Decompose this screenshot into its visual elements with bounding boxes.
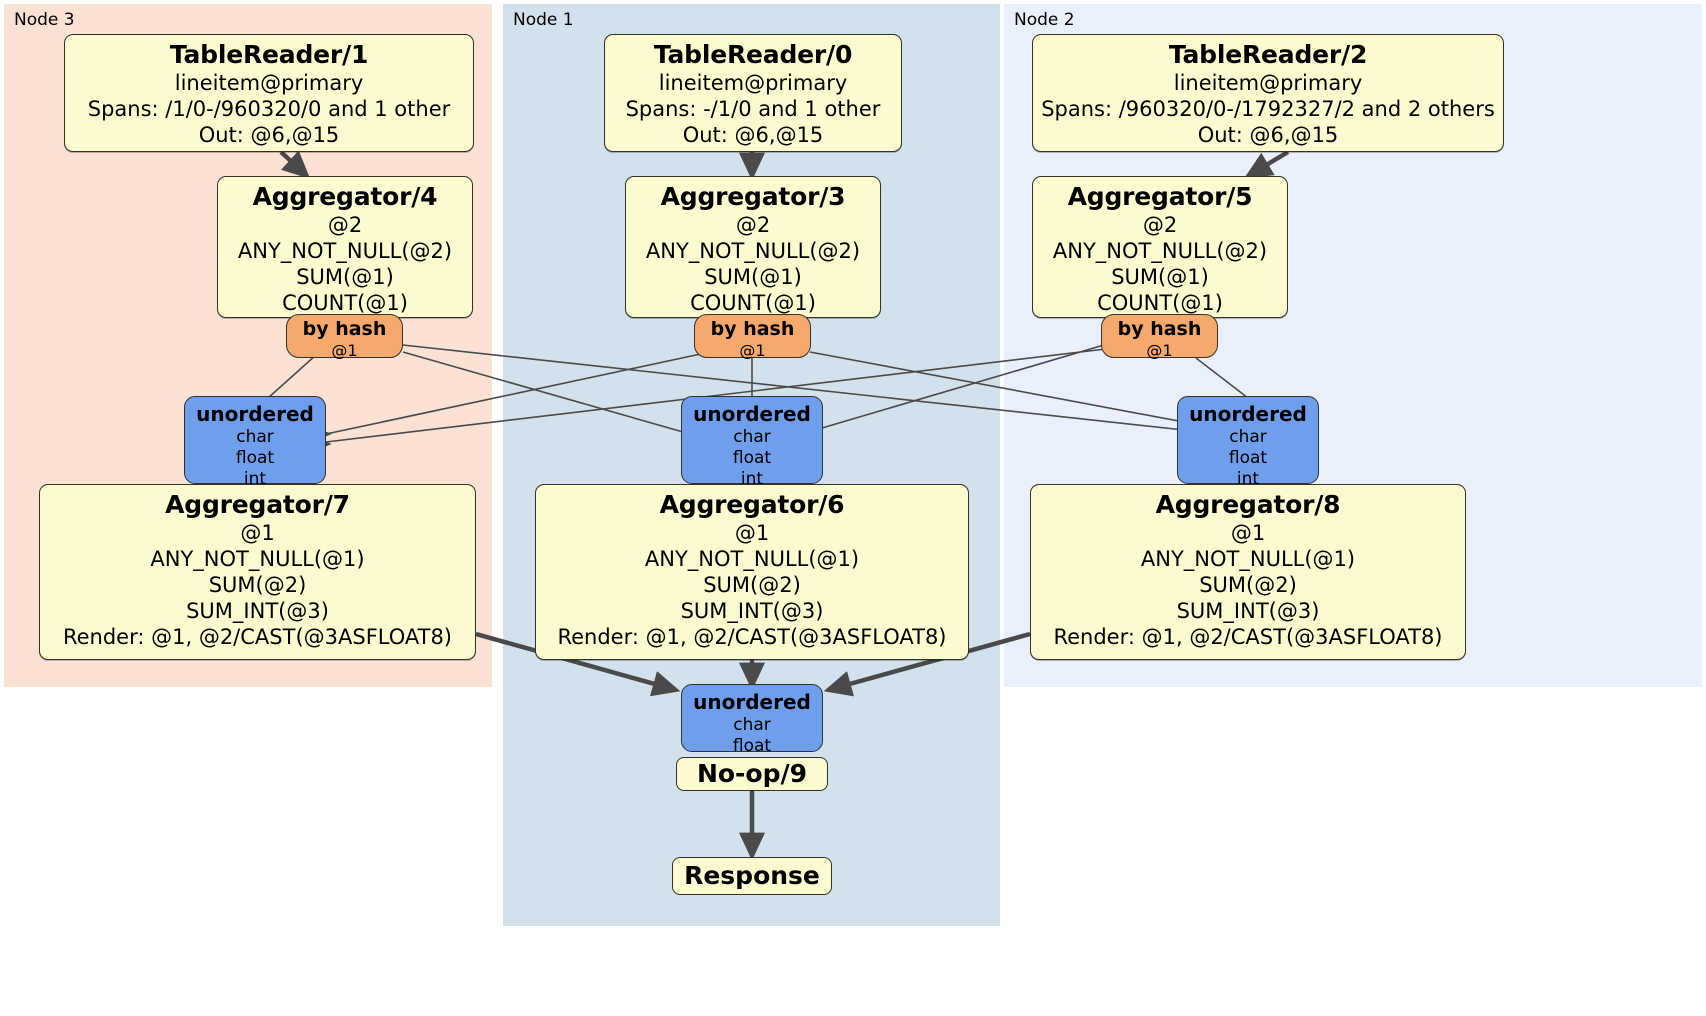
aggregator-8-render: Render: @1, @2/CAST(@3ASFLOAT8) — [1053, 625, 1443, 649]
router-by-hash-agg5-column: @1 — [1146, 341, 1173, 360]
synchronizer-unordered-agg6-type-3: int — [740, 469, 764, 489]
aggregator-5-func-2: SUM(@1) — [1111, 265, 1209, 289]
router-by-hash-agg5[interactable]: by hash @1 — [1101, 314, 1218, 360]
synchronizer-unordered-agg6[interactable]: unordered char float int — [681, 396, 823, 489]
router-by-hash-agg4-title: by hash — [302, 318, 387, 340]
panel-node-2-label: Node 2 — [1014, 10, 1075, 30]
tablereader-2-spans: Spans: /960320/0-/1792327/2 and 2 others — [1041, 97, 1495, 121]
response-title: Response — [684, 861, 820, 890]
aggregator-7-render: Render: @1, @2/CAST(@3ASFLOAT8) — [62, 625, 453, 649]
processor-tablereader-1[interactable]: TableReader/1 lineitem@primary Spans: /1… — [64, 34, 474, 152]
processor-aggregator-8[interactable]: Aggregator/8 @1 ANY_NOT_NULL(@1) SUM(@2)… — [1030, 484, 1466, 660]
aggregator-6-render: Render: @1, @2/CAST(@3ASFLOAT8) — [557, 625, 947, 649]
processor-tablereader-2[interactable]: TableReader/2 lineitem@primary Spans: /9… — [1032, 34, 1504, 152]
synchronizer-unordered-final-type-1: char — [733, 715, 771, 735]
aggregator-7-func-2: SUM(@2) — [208, 573, 307, 597]
router-by-hash-agg3-title: by hash — [710, 318, 795, 340]
aggregator-4-func-2: SUM(@1) — [296, 265, 394, 289]
aggregator-6-func-2: SUM(@2) — [703, 573, 801, 597]
aggregator-6-group: @1 — [734, 521, 770, 545]
processor-aggregator-4[interactable]: Aggregator/4 @2 ANY_NOT_NULL(@2) SUM(@1)… — [217, 176, 473, 318]
tablereader-2-title: TableReader/2 — [1168, 40, 1368, 69]
aggregator-6-title: Aggregator/6 — [659, 490, 845, 519]
tablereader-0-index: lineitem@primary — [658, 71, 848, 95]
synchronizer-unordered-final[interactable]: unordered char float — [681, 684, 823, 756]
aggregator-8-func-1: ANY_NOT_NULL(@1) — [1140, 547, 1356, 571]
aggregator-5-func-3: COUNT(@1) — [1097, 291, 1223, 315]
synchronizer-unordered-agg7-type-2: float — [235, 448, 275, 468]
tablereader-2-out: Out: @6,@15 — [1197, 123, 1339, 147]
synchronizer-unordered-agg8-type-1: char — [1229, 427, 1267, 447]
aggregator-7-func-1: ANY_NOT_NULL(@1) — [150, 547, 365, 571]
aggregator-7-func-3: SUM_INT(@3) — [186, 599, 329, 623]
router-by-hash-agg4-column: @1 — [331, 341, 358, 360]
processor-response[interactable]: Response — [672, 857, 832, 895]
aggregator-3-func-2: SUM(@1) — [704, 265, 802, 289]
aggregator-8-group: @1 — [1230, 521, 1266, 545]
tablereader-0-spans: Spans: -/1/0 and 1 other — [625, 97, 881, 121]
aggregator-8-title: Aggregator/8 — [1155, 490, 1341, 519]
aggregator-5-func-1: ANY_NOT_NULL(@2) — [1052, 239, 1268, 263]
aggregator-3-group: @2 — [735, 213, 771, 237]
tablereader-1-out: Out: @6,@15 — [198, 123, 340, 147]
aggregator-7-title: Aggregator/7 — [165, 490, 350, 519]
synchronizer-unordered-agg8-title: unordered — [1189, 402, 1307, 426]
aggregator-7-group: @1 — [240, 521, 275, 545]
no-op-9-title: No-op/9 — [696, 759, 808, 788]
router-by-hash-agg5-title: by hash — [1117, 318, 1202, 340]
tablereader-1-title: TableReader/1 — [169, 40, 369, 69]
router-by-hash-agg4[interactable]: by hash @1 — [286, 314, 403, 360]
processor-aggregator-3[interactable]: Aggregator/3 @2 ANY_NOT_NULL(@2) SUM(@1)… — [625, 176, 881, 318]
synchronizer-unordered-agg8-type-2: float — [1228, 448, 1268, 468]
aggregator-3-title: Aggregator/3 — [660, 182, 846, 211]
tablereader-1-spans: Spans: /1/0-/960320/0 and 1 other — [87, 97, 451, 121]
synchronizer-unordered-final-type-2: float — [732, 736, 772, 756]
router-by-hash-agg3-column: @1 — [739, 341, 766, 360]
synchronizer-unordered-agg7-type-1: char — [236, 427, 274, 447]
processor-aggregator-6[interactable]: Aggregator/6 @1 ANY_NOT_NULL(@1) SUM(@2)… — [535, 484, 969, 660]
processor-aggregator-7[interactable]: Aggregator/7 @1 ANY_NOT_NULL(@1) SUM(@2)… — [39, 484, 476, 660]
aggregator-8-func-3: SUM_INT(@3) — [1176, 599, 1320, 623]
tablereader-0-title: TableReader/0 — [653, 40, 853, 69]
synchronizer-unordered-agg6-title: unordered — [693, 402, 811, 426]
synchronizer-unordered-agg8-type-3: int — [1236, 469, 1260, 489]
tablereader-1-index: lineitem@primary — [174, 71, 364, 95]
processor-aggregator-5[interactable]: Aggregator/5 @2 ANY_NOT_NULL(@2) SUM(@1)… — [1032, 176, 1288, 318]
processor-no-op-9[interactable]: No-op/9 — [676, 757, 828, 791]
aggregator-3-func-3: COUNT(@1) — [690, 291, 816, 315]
aggregator-6-func-1: ANY_NOT_NULL(@1) — [644, 547, 860, 571]
synchronizer-unordered-agg7-title: unordered — [196, 402, 314, 426]
aggregator-4-group: @2 — [327, 213, 363, 237]
synchronizer-unordered-agg7-type-3: int — [243, 469, 267, 489]
tablereader-0-out: Out: @6,@15 — [682, 123, 824, 147]
router-by-hash-agg3[interactable]: by hash @1 — [694, 314, 811, 360]
tablereader-2-index: lineitem@primary — [1173, 71, 1363, 95]
processor-tablereader-0[interactable]: TableReader/0 lineitem@primary Spans: -/… — [604, 34, 902, 152]
synchronizer-unordered-agg7[interactable]: unordered char float int — [184, 396, 326, 489]
aggregator-8-func-2: SUM(@2) — [1199, 573, 1297, 597]
synchronizer-unordered-agg8[interactable]: unordered char float int — [1177, 396, 1319, 489]
aggregator-4-func-3: COUNT(@1) — [282, 291, 408, 315]
aggregator-3-func-1: ANY_NOT_NULL(@2) — [645, 239, 861, 263]
panel-node-3-label: Node 3 — [14, 10, 75, 30]
synchronizer-unordered-agg6-type-1: char — [733, 427, 771, 447]
aggregator-4-title: Aggregator/4 — [252, 182, 438, 211]
synchronizer-unordered-agg6-type-2: float — [732, 448, 772, 468]
synchronizer-unordered-final-title: unordered — [693, 690, 811, 714]
aggregator-4-func-1: ANY_NOT_NULL(@2) — [237, 239, 453, 263]
aggregator-5-group: @2 — [1142, 213, 1178, 237]
panel-node-1-label: Node 1 — [513, 10, 574, 30]
aggregator-6-func-3: SUM_INT(@3) — [680, 599, 824, 623]
aggregator-5-title: Aggregator/5 — [1067, 182, 1253, 211]
